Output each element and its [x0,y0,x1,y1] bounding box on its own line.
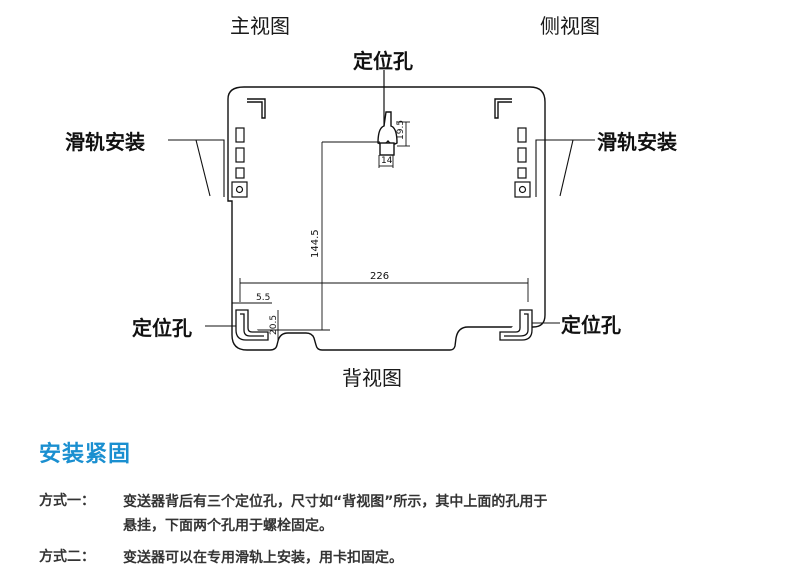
back-view-title: 背视图 [342,366,402,390]
hole-width-dim: 14 [381,156,393,166]
top-keyhole [377,111,398,156]
right-rail-slots [514,127,531,198]
side-view-title: 侧视图 [540,14,600,38]
locating-hole-left-label: 定位孔 [132,316,192,340]
corner-offset-y-dim: 20.5 [269,315,279,335]
locating-hole-top-label: 定位孔 [353,49,413,73]
method-1-label: 方式一： [39,493,95,509]
left-bottom-slot [235,309,269,341]
front-view-title: 主视图 [230,14,290,38]
right-top-bracket [494,98,512,119]
left-rail-slots [231,127,248,198]
section-heading: 安装紧固 [39,442,132,467]
corner-offset-x-dim: 5.5 [256,293,270,303]
left-top-bracket [247,98,266,119]
rail-mount-right-label: 滑轨安装 [597,130,677,154]
device-outline [227,86,546,351]
method-2-line-1: 变送器可以在专用滑轨上安装，用卡扣固定。 [123,550,403,566]
hole-height-dim: 19.5 [396,120,406,140]
method-1-line-1: 变送器背后有三个定位孔，尺寸如“背视图”所示，其中上面的孔用于 [123,494,548,510]
method-2-label: 方式二： [39,549,95,565]
right-bottom-slot [499,309,533,341]
method-2-text: 变送器可以在专用滑轨上安装，用卡扣固定。 [123,546,403,570]
method-1-text: 变送器背后有三个定位孔，尺寸如“背视图”所示，其中上面的孔用于 悬挂，下面两个孔… [123,490,547,538]
method-2: 方式二： 变送器可以在专用滑轨上安装，用卡扣固定。 [39,546,759,572]
method-1-line-2: 悬挂，下面两个孔用于螺栓固定。 [123,518,333,534]
back-view-drawing: 19.5 14 144.5 226 5.5 20.5 [168,70,595,351]
horizontal-dim: 226 [370,271,389,282]
rail-mount-left-label: 滑轨安装 [65,130,145,154]
method-1: 方式一： 变送器背后有三个定位孔，尺寸如“背视图”所示，其中上面的孔用于 悬挂，… [39,490,759,540]
locating-hole-right-label: 定位孔 [561,313,621,337]
vertical-dim: 144.5 [310,229,321,258]
